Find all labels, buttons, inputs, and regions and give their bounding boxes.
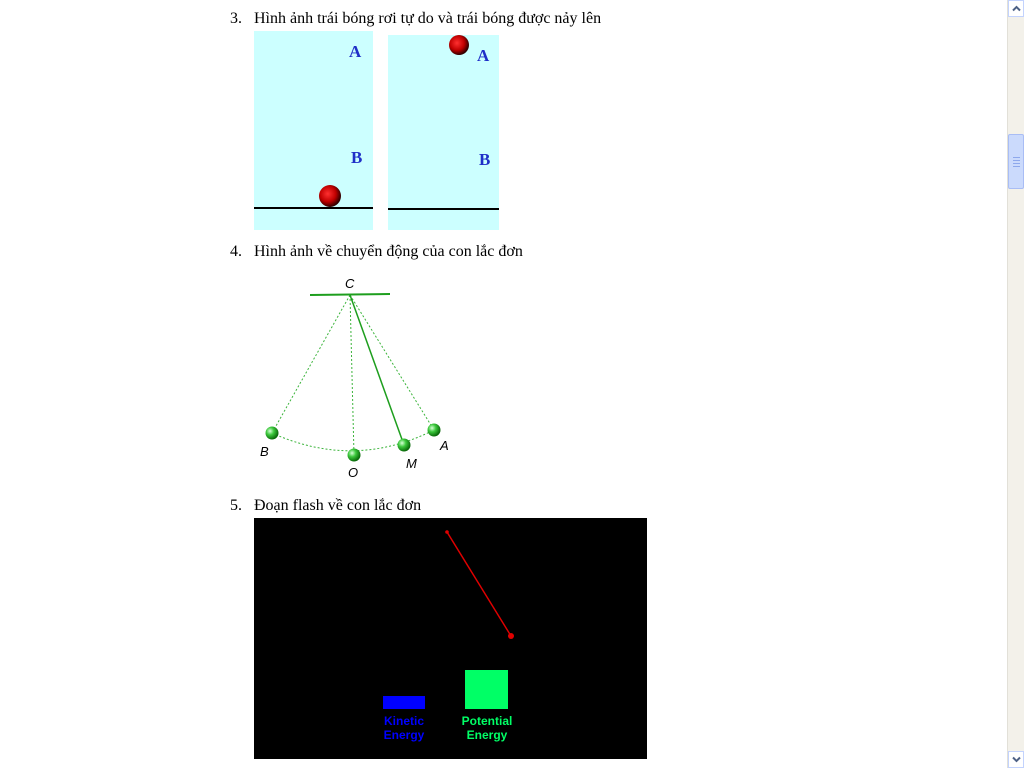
flash-pendulum-animation[interactable]: Kinetic Energy Potential Energy [254,518,647,759]
pendulum-bob-o [347,448,361,462]
scroll-down-arrow-icon [1012,756,1021,763]
potential-label-line-1: Potential [461,714,513,728]
potential-energy-label: Potential Energy [452,714,522,742]
list-item-text: Hình ảnh trái bóng rơi tự do và trái bón… [254,10,602,27]
scroll-thumb-grip-icon [1013,163,1020,164]
panel-background [254,31,373,230]
list-item-4: 4. Hình ảnh về chuyển động của con lắc đơ… [230,243,523,261]
label-point-b: B [479,150,490,169]
label-pivot-c: C [345,276,355,291]
pendulum-bob [508,633,514,639]
string-to-o [349,294,355,456]
scroll-thumb-grip-icon [1013,157,1020,158]
list-item-5: 5. Đoạn flash về con lắc đơn [230,497,421,515]
bouncing-ball-panel: A B [388,35,499,230]
label-point-a: A [349,42,362,61]
label-point-m: M [406,456,417,471]
scroll-thumb-grip-icon [1013,160,1020,161]
ball [449,35,469,55]
falling-ball-panel: A B [254,31,373,230]
scroll-up-button[interactable] [1008,0,1024,17]
pendulum-string [446,531,512,637]
kinetic-label-line-1: Kinetic [383,714,424,728]
string-to-a [349,294,435,431]
kinetic-energy-bar [383,696,425,709]
string-to-b [271,294,351,434]
string-to-m [349,294,405,446]
list-number: 3. [230,10,242,27]
pendulum-support [309,293,391,296]
label-point-o: O [348,465,358,480]
pendulum-diagram: C B O M A [260,276,449,480]
label-point-b: B [260,444,269,459]
kinetic-label-line-2: Energy [383,728,425,742]
pendulum-bob-a [427,423,441,437]
vertical-scrollbar[interactable] [1007,0,1024,768]
scroll-thumb[interactable] [1008,134,1024,189]
kinetic-energy-label: Kinetic Energy [374,714,434,742]
list-number: 4. [230,243,242,260]
label-point-a: A [477,46,490,65]
scroll-up-arrow-icon [1012,5,1021,12]
ball [319,185,341,207]
label-point-b: B [351,148,362,167]
pendulum-bob-m [397,438,411,452]
scroll-thumb-grip-icon [1013,166,1020,167]
flash-pendulum-drawing [383,530,514,709]
label-point-a: A [439,438,449,453]
potential-label-line-2: Energy [466,728,508,742]
pivot-point [445,530,449,534]
list-item-text: Hình ảnh về chuyển động của con lắc đơn [254,243,523,260]
pendulum-bob-b [265,426,279,440]
panel-background [388,35,499,230]
scroll-down-button[interactable] [1008,751,1024,768]
potential-energy-bar [465,670,508,709]
list-item-text: Đoạn flash về con lắc đơn [254,497,422,514]
list-item-3: 3. Hình ảnh trái bóng rơi tự do và trái b… [230,10,601,28]
list-number: 5. [230,497,242,514]
